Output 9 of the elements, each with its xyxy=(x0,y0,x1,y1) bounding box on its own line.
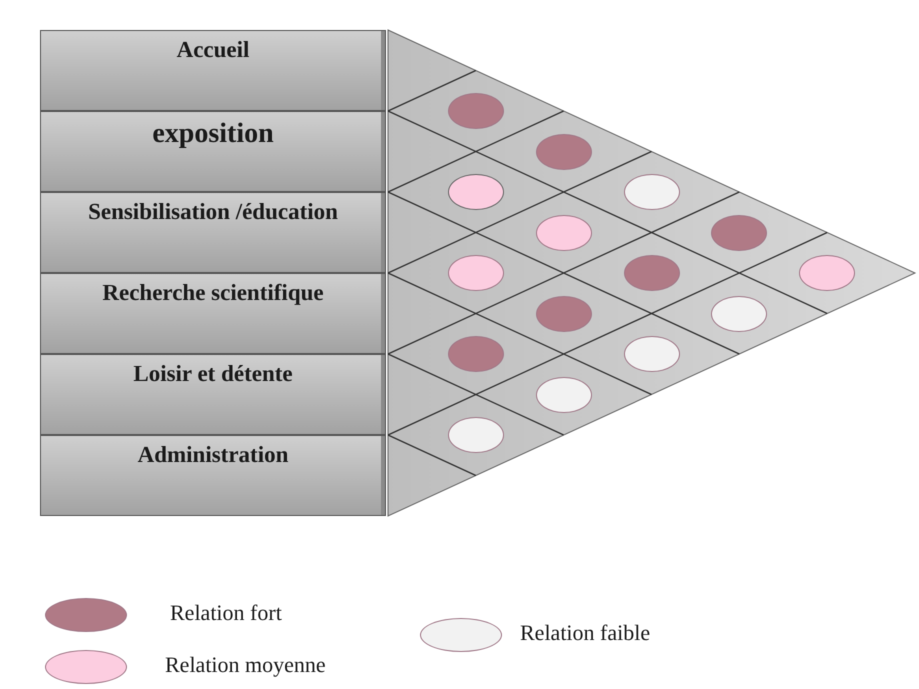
category-box: exposition xyxy=(40,111,386,192)
legend-label: Relation moyenne xyxy=(165,652,326,678)
category-box: Accueil xyxy=(40,30,386,111)
legend-label: Relation fort xyxy=(170,600,282,626)
category-box: Loisir et détente xyxy=(40,354,386,435)
category-box: Sensibilisation /éducation xyxy=(40,192,386,273)
category-box: Recherche scientifique xyxy=(40,273,386,354)
category-box: Administration xyxy=(40,435,386,516)
legend-label: Relation faible xyxy=(520,620,650,646)
